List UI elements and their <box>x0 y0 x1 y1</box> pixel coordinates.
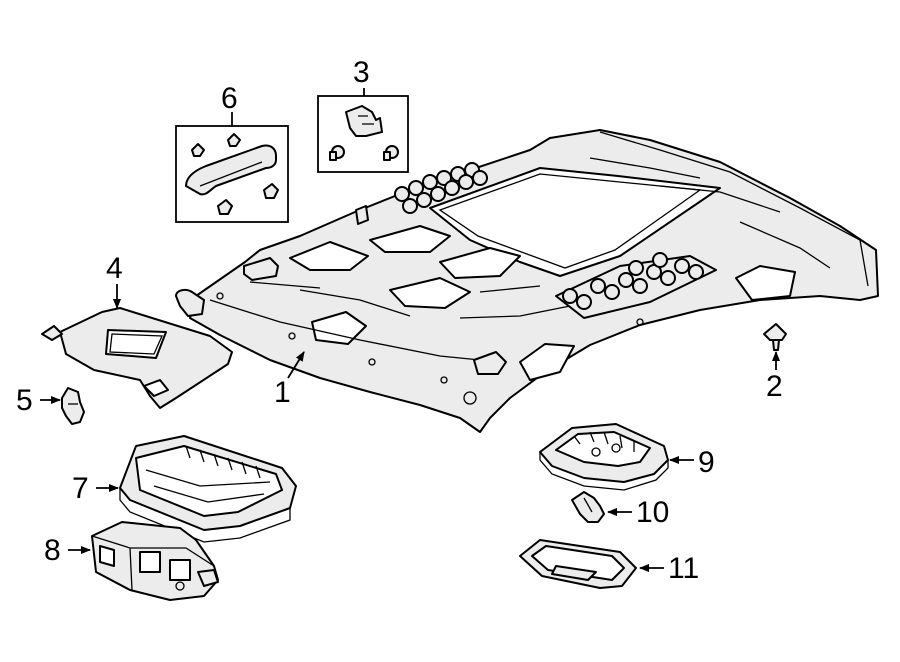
callout-10: 10 <box>636 496 669 529</box>
callout-5: 5 <box>16 384 33 417</box>
map-lamp-part[interactable] <box>539 423 669 491</box>
grab-handle-kit-part[interactable] <box>175 125 289 223</box>
callout-4: 4 <box>106 252 123 285</box>
retainer-clip-part[interactable] <box>763 323 787 351</box>
leader-1 <box>287 351 305 379</box>
lens-part[interactable] <box>519 539 637 589</box>
clip-cluster-front <box>394 162 488 214</box>
visor-clip-part[interactable] <box>61 387 85 425</box>
callout-1: 1 <box>274 376 291 409</box>
callout-6: 6 <box>221 82 238 115</box>
sun-visor-part[interactable] <box>41 307 233 409</box>
bulb-part[interactable] <box>571 491 605 523</box>
control-module-part[interactable] <box>91 521 219 601</box>
callout-7: 7 <box>72 472 89 505</box>
callout-11: 11 <box>668 552 699 585</box>
callout-2: 2 <box>766 370 783 403</box>
bracket-kit-part[interactable] <box>317 95 409 173</box>
clip-cluster-rear <box>555 252 717 319</box>
callout-3: 3 <box>353 56 370 89</box>
console-housing-part[interactable] <box>119 435 297 543</box>
callout-8: 8 <box>44 534 61 567</box>
callout-9: 9 <box>698 446 715 479</box>
headliner-part[interactable] <box>175 129 879 433</box>
